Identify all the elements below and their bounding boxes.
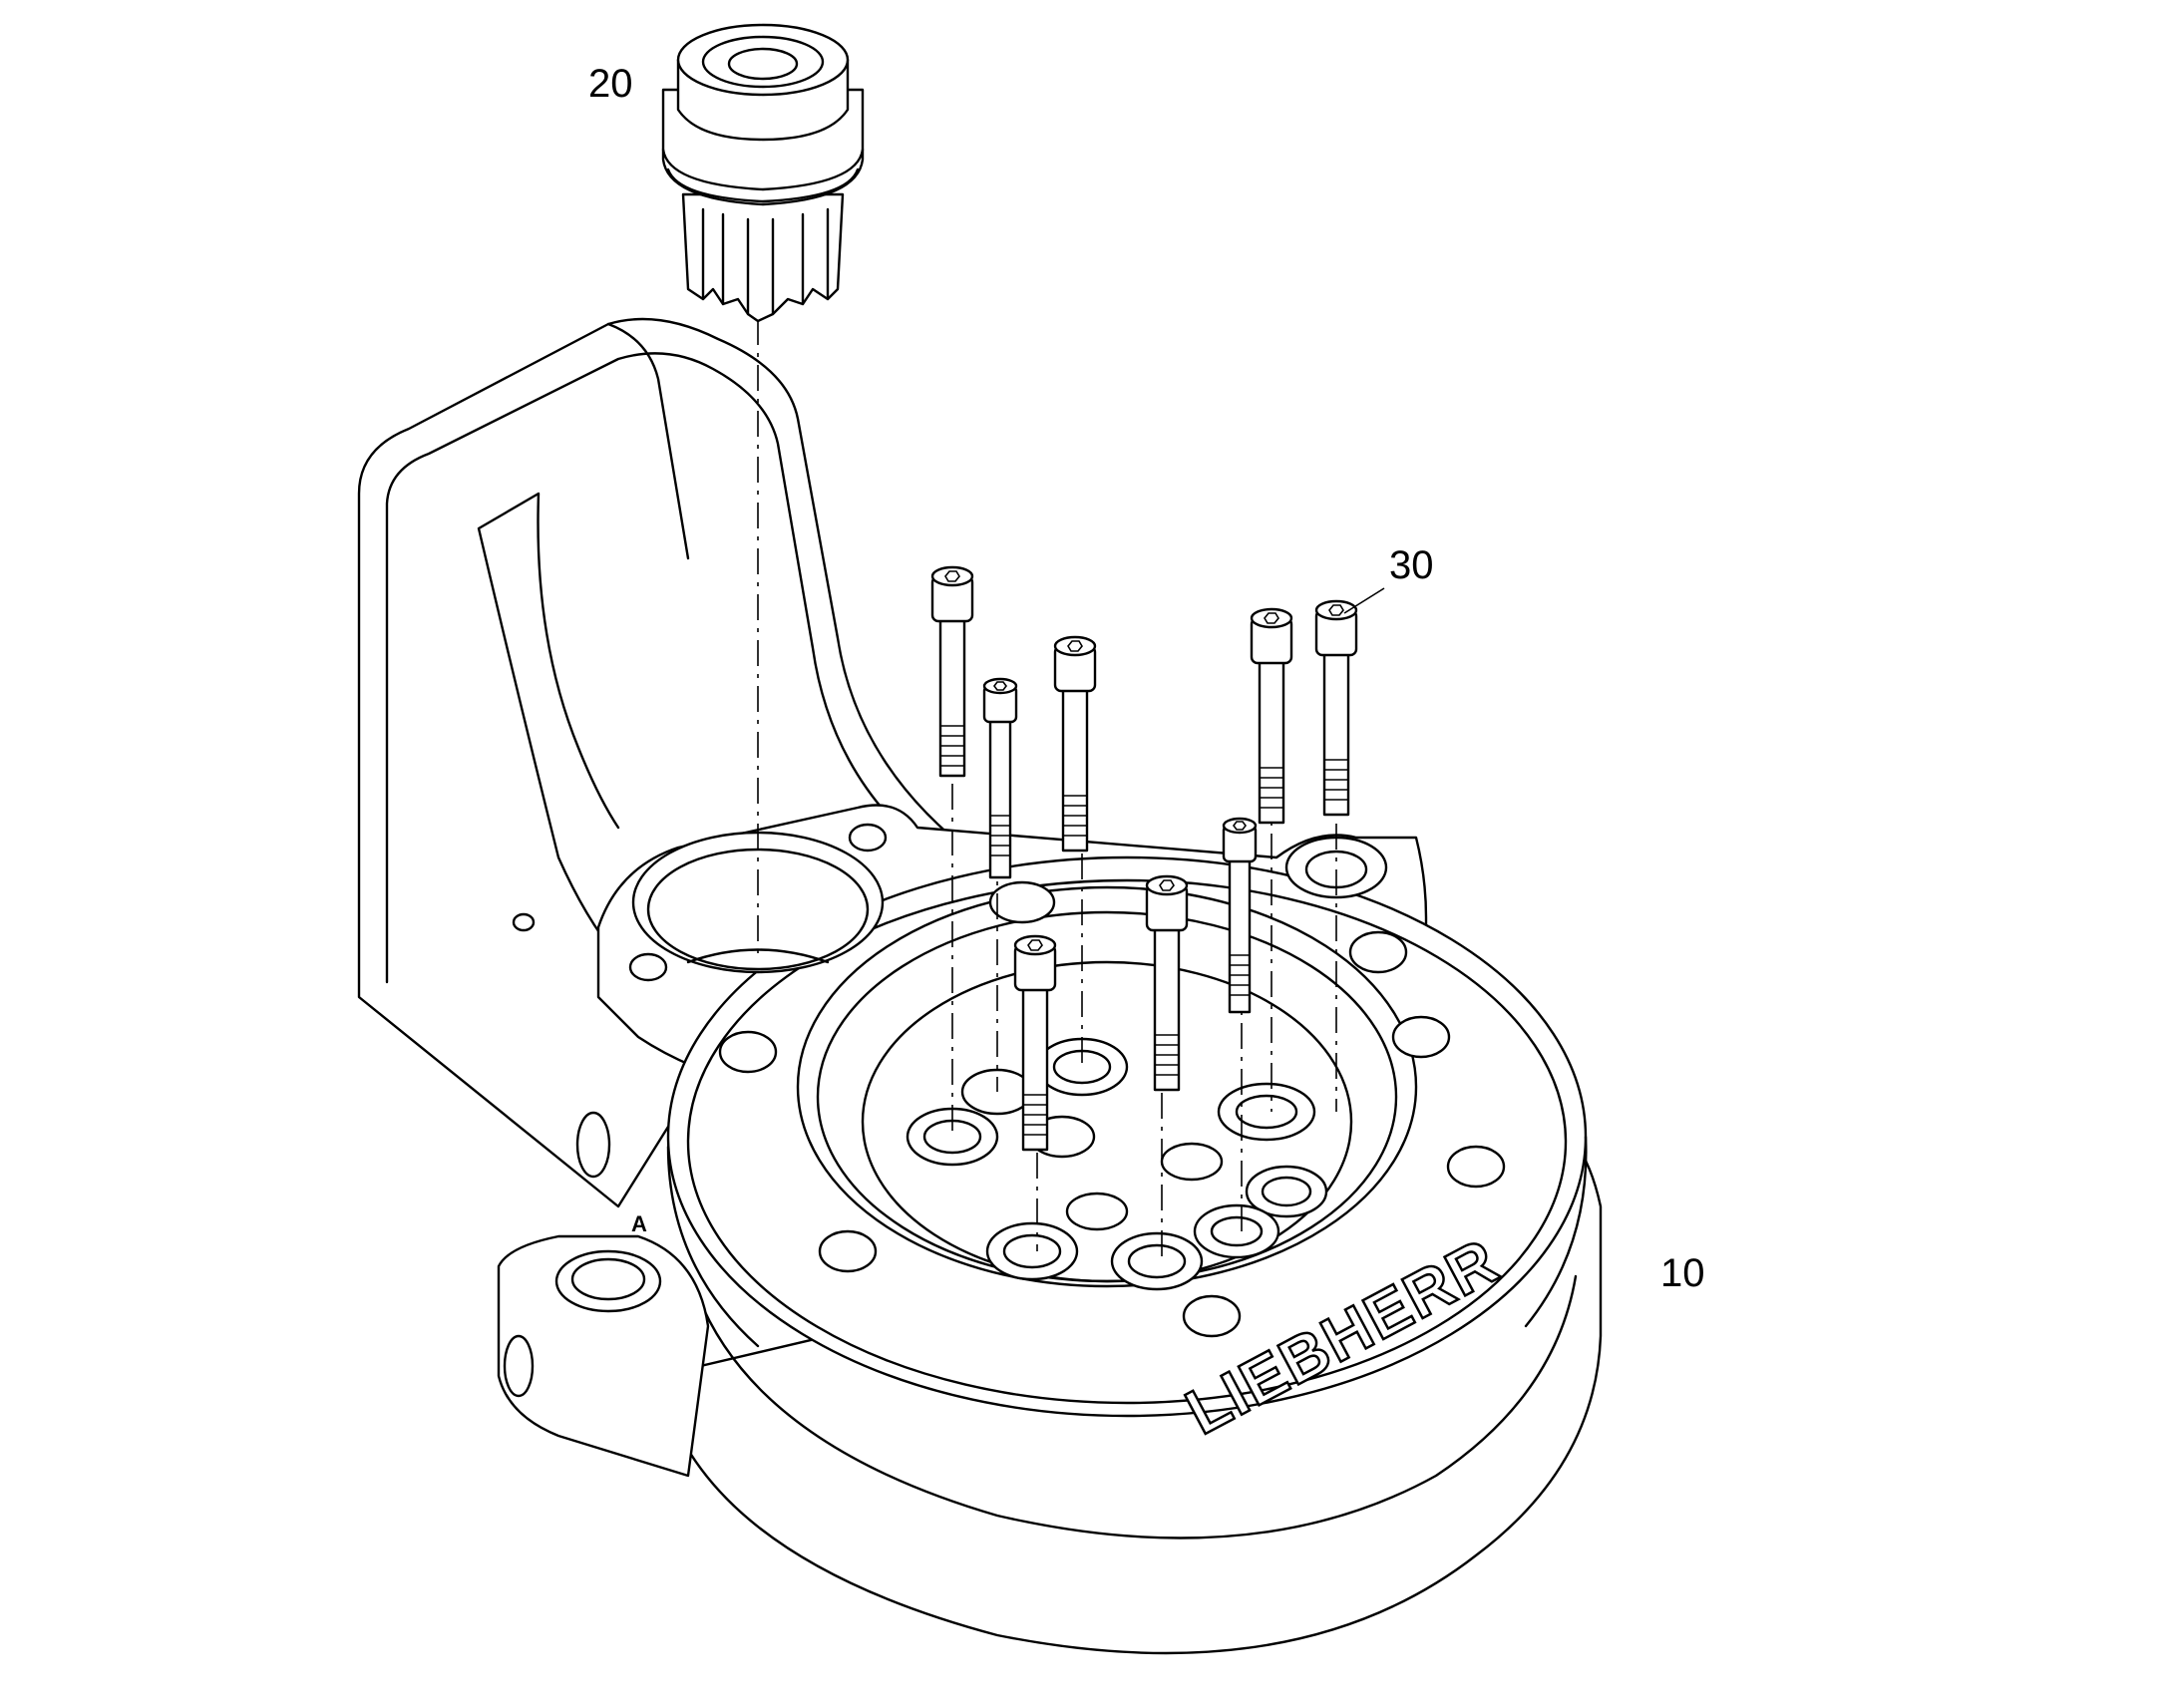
foot-bore-inner: [570, 1257, 646, 1301]
inner-hole: [1235, 1094, 1298, 1130]
inner-bolt-holes: [906, 1037, 1328, 1291]
plate-hole: [628, 952, 668, 982]
inner-hole: [1261, 1176, 1312, 1207]
screw: [930, 565, 974, 778]
ring-hole: [818, 1229, 878, 1273]
inner-hole: [1002, 1233, 1062, 1269]
ring-hole: [718, 1030, 778, 1074]
inner-hole: [1065, 1192, 1129, 1231]
leader-line-30: [1343, 587, 1385, 614]
housing-lower-edge: [696, 1274, 1578, 1539]
housing: LIEBHERR A: [357, 317, 1603, 1655]
screw: [1145, 874, 1189, 1092]
side-lug-hole: [575, 1111, 611, 1179]
callouts: 20 30 10: [588, 62, 1705, 1295]
screw: [1013, 934, 1057, 1152]
foot-lug: [497, 1234, 710, 1478]
inner-hole: [985, 1221, 1079, 1281]
inner-hole: [1110, 1231, 1204, 1291]
ring-hole: [1391, 1015, 1451, 1059]
screw: [1250, 607, 1293, 825]
pinion-tooth-lines: [701, 207, 830, 316]
screw: [1053, 635, 1097, 853]
bracket-arm: [357, 317, 979, 1208]
ring-hole: [988, 880, 1056, 924]
ring-hole: [1348, 930, 1408, 974]
pinion-groove: [661, 148, 865, 203]
inner-hole: [1217, 1082, 1316, 1142]
screw: [1314, 599, 1358, 817]
inner-hole: [1245, 1165, 1328, 1218]
pinion: [661, 23, 865, 323]
side-port: [503, 1334, 535, 1398]
pinion-top: [676, 23, 850, 97]
ring-top-edge: [686, 878, 1568, 1405]
screws: [930, 565, 1358, 1152]
inner-hole: [1127, 1243, 1187, 1279]
pinion-top-bore: [727, 47, 799, 81]
ring-bolt-holes: [512, 823, 1506, 1338]
centre-floor: [861, 960, 1353, 1283]
ring-hole: [1446, 1145, 1506, 1189]
ring-hole: [1182, 1294, 1242, 1338]
inner-hole: [1210, 1215, 1264, 1247]
inner-hole: [1160, 1142, 1224, 1182]
screw: [1222, 817, 1258, 1014]
pinion-teeth: [681, 192, 845, 323]
inner-hole: [1193, 1203, 1280, 1259]
ring-side-wall: [666, 1135, 1588, 1348]
callout-30: 30: [1389, 543, 1434, 587]
pinion-top-ring: [701, 35, 825, 89]
callout-20: 20: [588, 62, 633, 106]
screw: [982, 677, 1018, 879]
bracket-inner: [385, 352, 949, 984]
bracket-rib: [606, 322, 690, 560]
callout-10: 10: [1660, 1251, 1705, 1295]
plate-hole: [512, 912, 536, 932]
plate-hole: [848, 823, 888, 853]
marking-a: A: [631, 1211, 647, 1236]
